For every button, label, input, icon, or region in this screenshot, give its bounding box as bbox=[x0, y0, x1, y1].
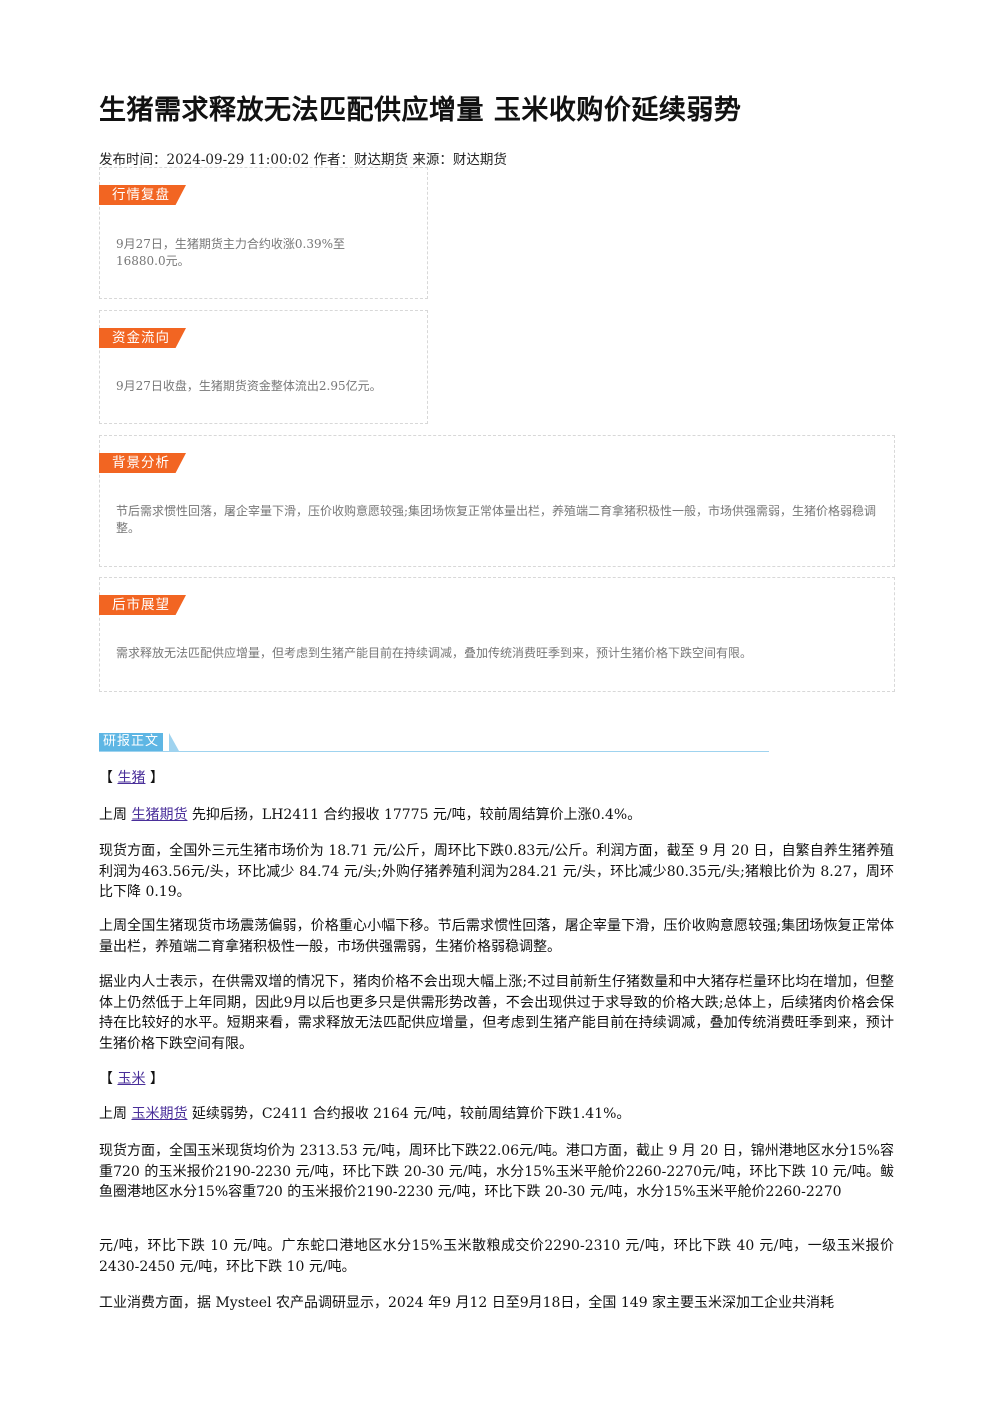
corn-p1-suffix: 延续弱势，C2411 合约报收 2164 元/吨，较前周结算价下跌1.41%。 bbox=[191, 1106, 631, 1122]
bracket-close: 】 bbox=[149, 770, 164, 786]
corn-p1-prefix: 上周 bbox=[99, 1106, 127, 1122]
hog-paragraph-2: 现货方面，全国外三元生猪市场价为 18.71 元/公斤，周环比下跌0.83元/公… bbox=[99, 843, 894, 900]
hog-p1-prefix: 上周 bbox=[99, 807, 127, 823]
hog-paragraph-4: 据业内人士表示，在供需双增的情况下，猪肉价格不会出现大幅上涨;不过目前新生仔猪数… bbox=[99, 974, 894, 1052]
corn-heading-link[interactable]: 玉米 bbox=[117, 1071, 146, 1087]
hog-heading-link[interactable]: 生猪 bbox=[117, 770, 146, 786]
hog-paragraph-1: 上周 生猪期货 先抑后扬，LH2411 合约报收 17775 元/吨，较前周结算… bbox=[99, 805, 894, 826]
hog-p1-suffix: 先抑后扬，LH2411 合约报收 17775 元/吨，较前周结算价上涨0.4%。 bbox=[191, 807, 642, 823]
bracket-close: 】 bbox=[149, 1071, 164, 1087]
fund-flow-tag: 资金流向 bbox=[99, 328, 186, 348]
market-review-tag: 行情复盘 bbox=[99, 185, 186, 205]
outlook-text: 需求释放无法匹配供应增量，但考虑到生猪产能目前在持续调减，叠加传统消费旺季到来，… bbox=[116, 646, 753, 660]
hog-futures-link[interactable]: 生猪期货 bbox=[131, 807, 188, 823]
publish-meta: 发布时间：2024-09-29 11:00:02 作者：财达期货 来源：财达期货 bbox=[99, 152, 507, 168]
report-body-header: 研报正文 bbox=[99, 733, 769, 752]
corn-paragraph-2: 现货方面，全国玉米现货均价为 2313.53 元/吨，周环比下跌22.06元/吨… bbox=[99, 1143, 894, 1200]
background-analysis-tag: 背景分析 bbox=[99, 453, 186, 473]
background-analysis-text: 节后需求惯性回落，屠企宰量下滑，压价收购意愿较强;集团场恢复正常体量出栏，养殖端… bbox=[116, 504, 877, 535]
corn-paragraph-3: 元/吨，环比下跌 10 元/吨。广东蛇口港地区水分15%玉米散粮成交价2290-… bbox=[99, 1238, 894, 1275]
market-review-text: 9月27日，生猪期货主力合约收涨0.39%至16880.0元。 bbox=[116, 237, 346, 268]
bracket-open: 【 bbox=[99, 770, 113, 786]
market-review-card: 行情复盘 9月27日，生猪期货主力合约收涨0.39%至16880.0元。 bbox=[99, 167, 428, 299]
background-analysis-card: 背景分析 节后需求惯性回落，屠企宰量下滑，压价收购意愿较强;集团场恢复正常体量出… bbox=[99, 435, 895, 567]
corn-heading: 【 玉米 】 bbox=[99, 1069, 894, 1090]
bracket-open: 【 bbox=[99, 1071, 113, 1087]
page-title: 生猪需求释放无法匹配供应增量 玉米收购价延续弱势 bbox=[99, 95, 742, 126]
hog-paragraph-3: 上周全国生猪现货市场震荡偏弱，价格重心小幅下移。节后需求惯性回落，屠企宰量下滑，… bbox=[99, 918, 894, 955]
corn-paragraph-4: 工业消费方面，据 Mysteel 农产品调研显示，2024 年9 月12 日至9… bbox=[99, 1295, 835, 1311]
fund-flow-card: 资金流向 9月27日收盘，生猪期货资金整体流出2.95亿元。 bbox=[99, 310, 428, 424]
hog-heading: 【 生猪 】 bbox=[99, 768, 894, 789]
outlook-card: 后市展望 需求释放无法匹配供应增量，但考虑到生猪产能目前在持续调减，叠加传统消费… bbox=[99, 577, 895, 692]
report-body-label: 研报正文 bbox=[99, 733, 164, 751]
report-body-label-tail bbox=[169, 733, 179, 751]
corn-paragraph-1: 上周 玉米期货 延续弱势，C2411 合约报收 2164 元/吨，较前周结算价下… bbox=[99, 1104, 894, 1125]
corn-futures-link[interactable]: 玉米期货 bbox=[131, 1106, 188, 1122]
outlook-tag: 后市展望 bbox=[99, 595, 186, 615]
fund-flow-text: 9月27日收盘，生猪期货资金整体流出2.95亿元。 bbox=[116, 379, 382, 393]
